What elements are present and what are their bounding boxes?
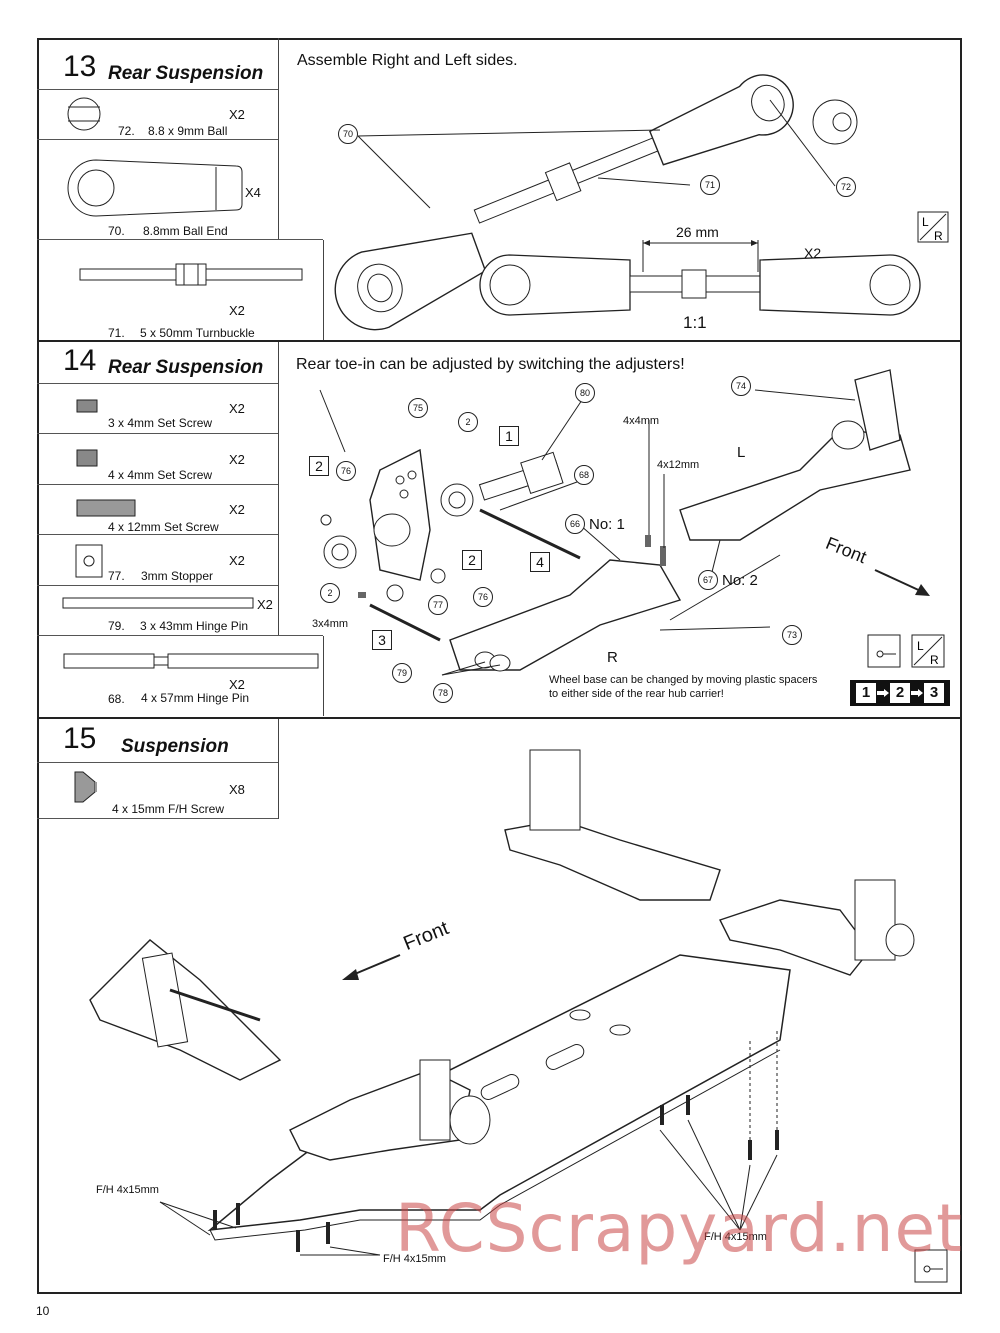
step-box: 1 — [499, 426, 519, 446]
part-name: 3 x 43mm Hinge Pin — [140, 619, 249, 633]
part-name: 3 x 4mm Set Screw — [108, 416, 213, 430]
side-label-r: R — [607, 649, 618, 666]
step-title: Rear Suspension — [108, 357, 264, 378]
callout-67: 67 — [698, 570, 718, 590]
callout-80: 80 — [575, 383, 595, 403]
fh-screw-icon — [74, 771, 97, 803]
sequence-step: 1 — [856, 683, 876, 703]
callout-73: 73 — [782, 625, 802, 645]
part-id: 72. — [118, 124, 135, 138]
screw-label: F/H 4x15mm — [96, 1184, 159, 1196]
sequence-step: 2 — [890, 683, 910, 703]
side-label-l: L — [737, 444, 746, 461]
part-name: 4 x 4mm Set Screw — [108, 468, 213, 482]
svg-text:L: L — [922, 215, 929, 229]
callout-75: 75 — [408, 398, 428, 418]
dimension-label: 26 mm — [676, 224, 719, 240]
step-box: 3 — [372, 630, 392, 650]
part-qty: X8 — [229, 782, 245, 797]
callout-71: 71 — [700, 175, 720, 195]
wheelbase-note: Wheel base can be changed by moving plas… — [549, 674, 818, 700]
step-title: Suspension — [121, 736, 229, 757]
sequence-indicator: 1 2 3 — [850, 680, 950, 706]
callout-77: 77 — [428, 595, 448, 615]
arrow-right-icon — [877, 689, 889, 697]
svg-text:R: R — [930, 653, 939, 667]
part-qty: X2 — [229, 553, 245, 568]
part-qty: X2 — [229, 502, 245, 517]
chassis-assembly-diagram — [89, 749, 948, 1283]
callout-72: 72 — [836, 177, 856, 197]
hinge-pin-icon — [62, 597, 254, 609]
stopper-icon — [75, 544, 103, 578]
part-qty: X2 — [229, 107, 245, 122]
arm-label-no2: No: 2 — [722, 572, 758, 589]
hinge-pin-icon — [63, 653, 319, 669]
ball-icon — [67, 97, 101, 131]
callout-68: 68 — [574, 465, 594, 485]
svg-text:R: R — [934, 229, 943, 243]
part-qty: X2 — [229, 303, 245, 318]
callout-76: 76 — [473, 587, 493, 607]
sequence-step: 3 — [924, 683, 944, 703]
part-name: 5 x 50mm Turnbuckle — [140, 326, 255, 340]
part-name: 4 x 57mm Hinge Pin — [141, 691, 250, 705]
part-id: 79. — [108, 619, 125, 633]
step-title: Rear Suspension — [108, 63, 264, 84]
callout-76: 76 — [336, 461, 356, 481]
part-qty: X2 — [257, 597, 273, 612]
set-screw-icon — [76, 449, 98, 467]
part-name: 4 x 12mm Set Screw — [108, 520, 219, 534]
part-id: 71. — [108, 326, 125, 340]
callout-66: 66 — [565, 514, 585, 534]
scale-label: 1:1 — [683, 313, 707, 332]
step-box: 2 — [462, 550, 482, 570]
set-screw-icon — [76, 399, 98, 413]
screw-label: 4x12mm — [657, 459, 700, 471]
step-instruction: Rear toe-in can be adjusted by switching… — [296, 356, 685, 373]
part-id: 77. — [108, 569, 125, 583]
callout-78: 78 — [433, 683, 453, 703]
dimension-qty: X2 — [804, 245, 822, 261]
part-id: 70. — [108, 224, 125, 238]
page-number: 10 — [36, 1304, 50, 1318]
watermark: RCScrapyard.net — [395, 1190, 963, 1267]
section-divider — [37, 340, 962, 342]
rear-hub-arm-diagram: L R — [319, 369, 945, 676]
callout-70: 70 — [338, 124, 358, 144]
screw-label: F/H 4x15mm — [383, 1253, 446, 1265]
screw-label: 3x4mm — [312, 618, 349, 630]
part-qty: X2 — [229, 452, 245, 467]
turnbuckle-icon — [79, 263, 303, 286]
step-box: 4 — [530, 552, 550, 572]
part-qty: X4 — [245, 185, 261, 200]
page-frame — [37, 38, 962, 1294]
ball-end-icon — [67, 159, 243, 217]
part-name: 4 x 15mm F/H Screw — [112, 802, 225, 816]
step-number: 13 — [63, 50, 97, 83]
part-name: 3mm Stopper — [141, 569, 214, 583]
part-name: 8.8mm Ball End — [143, 224, 228, 238]
part-qty: X2 — [229, 401, 245, 416]
svg-text:L: L — [917, 639, 924, 653]
callout-2: 2 — [458, 412, 478, 432]
screw-label: 4x4mm — [623, 415, 660, 427]
step-number: 14 — [63, 344, 97, 377]
part-name: 8.8 x 9mm Ball — [148, 124, 228, 138]
section-divider — [37, 717, 962, 719]
set-screw-long-icon — [76, 499, 136, 517]
arm-label-no1: No: 1 — [589, 516, 625, 533]
turnbuckle-assembly-diagram: L R — [334, 74, 949, 331]
screw-label: F/H 4x15mm — [704, 1231, 767, 1243]
part-id: 68. — [108, 692, 125, 706]
callout-79: 79 — [392, 663, 412, 683]
step-number: 15 — [63, 722, 97, 755]
callout-2: 2 — [320, 583, 340, 603]
part-qty: X2 — [229, 677, 245, 692]
arrow-right-icon — [911, 689, 923, 697]
callout-74: 74 — [731, 376, 751, 396]
step-instruction: Assemble Right and Left sides. — [297, 52, 518, 69]
step-box: 2 — [309, 456, 329, 476]
